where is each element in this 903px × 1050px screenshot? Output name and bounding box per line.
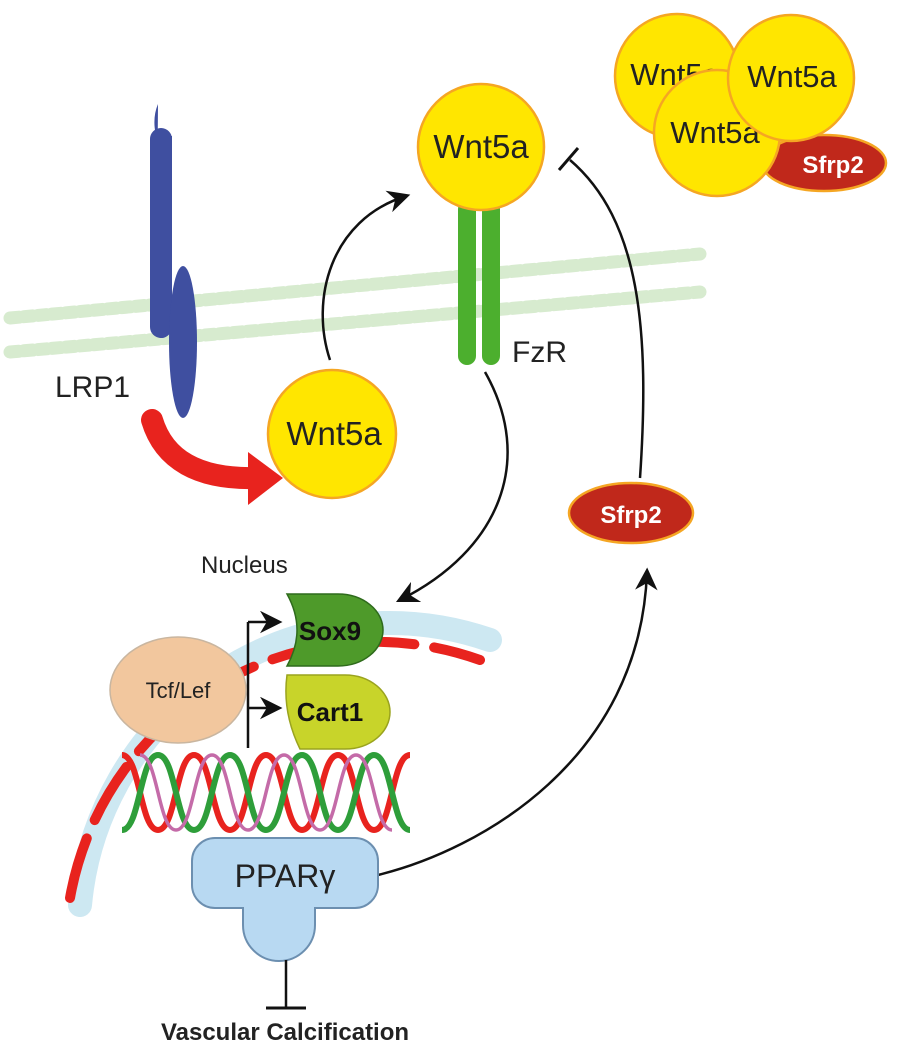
sox9-shape	[285, 593, 384, 667]
lrp1-stalk	[150, 128, 172, 338]
lrp1-receptor	[150, 104, 197, 418]
sfrp2-free-label: Sfrp2	[600, 502, 661, 529]
inhibition-line	[569, 159, 645, 479]
tcf-lef: Tcf/Lef	[109, 636, 247, 744]
cell-membrane	[3, 247, 707, 359]
arrow-fzr-to-sox9	[395, 371, 509, 603]
lrp1-lower-segment	[169, 266, 197, 418]
tcf-lef-label: Tcf/Lef	[146, 678, 212, 703]
arrow-ppar-to-sfrp2	[377, 567, 658, 877]
red-arrow-shaft	[141, 409, 266, 490]
sox9: Sox9	[285, 593, 384, 667]
wnt5a-cytoplasm: Wnt5a	[266, 368, 398, 500]
sox9-label: Sox9	[299, 616, 361, 646]
dna-strand-pink	[139, 753, 393, 832]
fzr-label: FzR	[512, 336, 567, 369]
nucleus-label: Nucleus	[201, 552, 288, 579]
sfrp2-free-ellipse	[567, 481, 695, 545]
sfrp2-cluster-label: Sfrp2	[802, 152, 863, 179]
inhibition-ppar-on-calcification	[266, 960, 306, 1010]
fzr-left-strand	[458, 200, 476, 365]
dna-helix	[120, 751, 412, 834]
membrane-inner-layer	[3, 285, 707, 359]
red-arrow-head	[248, 452, 283, 505]
ppar-gamma: PPARγ	[191, 837, 379, 962]
wnt5a-cluster-circle-2	[726, 13, 856, 143]
tcf-lef-ellipse	[109, 636, 247, 744]
vascular-calcification-label: Vascular Calcification	[161, 1019, 409, 1046]
cart1-shape	[285, 674, 391, 750]
wnt5a-cytoplasm-circle	[266, 368, 398, 500]
wnt5a-receptor-bound: Wnt5a	[416, 82, 546, 212]
ppar-shape	[191, 837, 379, 962]
lrp1-to-wnt5a-arrow	[141, 409, 283, 505]
cart1: Cart1	[285, 674, 391, 750]
dna-strand-red	[120, 751, 412, 834]
wnt5a-cytoplasm-label: Wnt5a	[286, 415, 382, 452]
membrane-outer-layer	[3, 247, 707, 325]
wnt5a-cluster-label-2: Wnt5a	[747, 59, 837, 94]
wnt5a-sfrp2-cluster: Wnt5a Sfrp2 Wnt5a Wnt5a	[613, 12, 888, 198]
ppar-label: PPARγ	[235, 858, 336, 894]
transcription-arrows	[246, 610, 283, 748]
sfrp2-free: Sfrp2	[567, 481, 695, 545]
inhibition-bar	[557, 147, 580, 171]
wnt5a-receptor-label: Wnt5a	[433, 128, 529, 165]
fzr-receptor	[458, 200, 500, 365]
wnt5a-receptor-circle	[416, 82, 546, 212]
lrp1-label: LRP1	[55, 371, 130, 404]
arrow-wnt5a-to-receptor	[321, 190, 411, 361]
cart1-label: Cart1	[297, 697, 363, 727]
inhibition-sfrp2-on-wnt5a	[557, 147, 645, 479]
fzr-right-strand	[482, 200, 500, 365]
dna-strand-green	[120, 751, 412, 834]
